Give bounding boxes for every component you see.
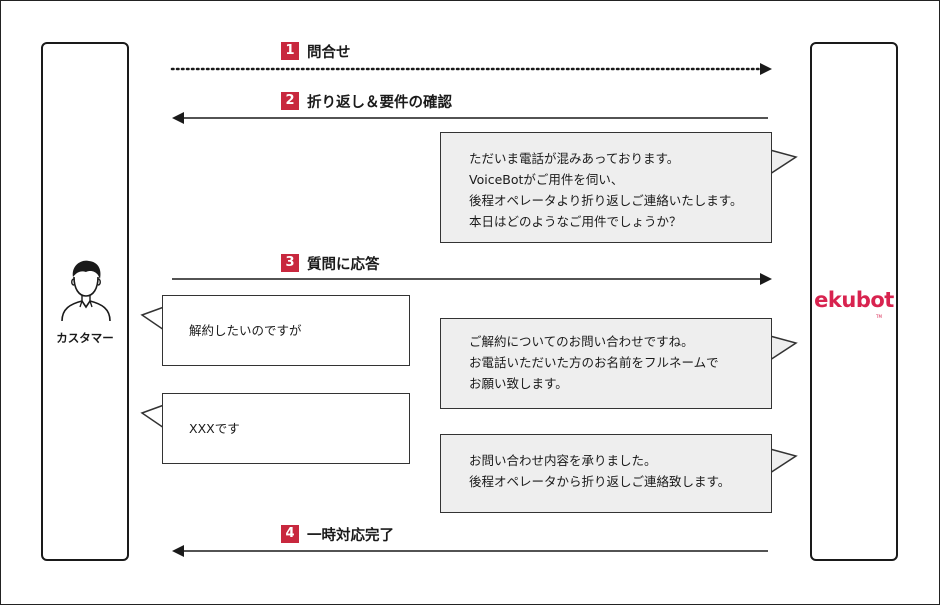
customer-bubble-1-line: 解約したいのですが bbox=[189, 323, 302, 338]
step-1-text: 問合せ bbox=[307, 44, 351, 61]
customer-bubble-1: 解約したいのですが bbox=[162, 295, 410, 366]
step-3-label: 3 質問に応答 bbox=[281, 253, 380, 273]
customer-bubble-2: XXXです bbox=[162, 393, 410, 464]
bot-bubble-1: ただいま電話が混みあっております。 VoiceBotがご用件を伺い、 後程オペレ… bbox=[440, 132, 772, 243]
step-4-label: 4 一時対応完了 bbox=[281, 524, 394, 544]
step-2-arrowhead bbox=[172, 112, 184, 124]
step-4-arrowhead bbox=[172, 545, 184, 557]
bot-bubble-1-line: VoiceBotがご用件を伺い、 bbox=[469, 172, 624, 187]
person-icon bbox=[61, 260, 111, 322]
step-3-text: 質問に応答 bbox=[307, 256, 380, 273]
ekubot-trademark: TM bbox=[876, 314, 882, 319]
bot-bubble-1-line: ただいま電話が混みあっております。 bbox=[469, 151, 680, 166]
step-4-text: 一時対応完了 bbox=[307, 527, 394, 544]
step-3-badge: 3 bbox=[281, 254, 299, 272]
bot-bubble-3-tail bbox=[769, 448, 798, 475]
bot-bubble-1-line: 後程オペレータより折り返しご連絡いたします。 bbox=[469, 193, 743, 208]
bot-bubble-3-line: お問い合わせ内容を承りました。 bbox=[469, 453, 657, 468]
step-2-label: 2 折り返し＆要件の確認 bbox=[281, 91, 452, 111]
ekubot-logo: ekubot bbox=[814, 288, 894, 312]
bot-bubble-1-tail bbox=[769, 149, 798, 176]
step-1-arrowhead bbox=[760, 63, 772, 75]
bot-bubble-2-line: ご解約についてのお問い合わせですね。 bbox=[469, 334, 694, 349]
bot-bubble-2: ご解約についてのお問い合わせですね。 お電話いただいた方のお名前をフルネームで … bbox=[440, 318, 772, 409]
step-1-badge: 1 bbox=[281, 42, 299, 60]
step-3-arrowhead bbox=[760, 273, 772, 285]
bot-lane bbox=[810, 42, 898, 561]
customer-lane bbox=[41, 42, 129, 561]
customer-label: カスタマー bbox=[56, 331, 114, 345]
bot-bubble-2-tail bbox=[769, 335, 798, 362]
step-2-badge: 2 bbox=[281, 92, 299, 110]
step-4-badge: 4 bbox=[281, 525, 299, 543]
step-2-text: 折り返し＆要件の確認 bbox=[307, 94, 452, 111]
customer-bubble-2-line: XXXです bbox=[189, 421, 240, 436]
bot-bubble-3-line: 後程オペレータから折り返しご連絡致します。 bbox=[469, 474, 731, 489]
step-1-label: 1 問合せ bbox=[281, 41, 351, 61]
bot-bubble-2-line: お電話いただいた方のお名前をフルネームで bbox=[469, 355, 719, 370]
bot-bubble-3: お問い合わせ内容を承りました。 後程オペレータから折り返しご連絡致します。 bbox=[440, 434, 772, 513]
bot-bubble-1-line: 本日はどのようなご用件でしょうか？ bbox=[469, 214, 682, 229]
customer-bubble-2-tail bbox=[140, 403, 165, 430]
customer-bubble-1-tail bbox=[140, 305, 165, 332]
bot-bubble-2-line: お願い致します。 bbox=[469, 376, 568, 391]
